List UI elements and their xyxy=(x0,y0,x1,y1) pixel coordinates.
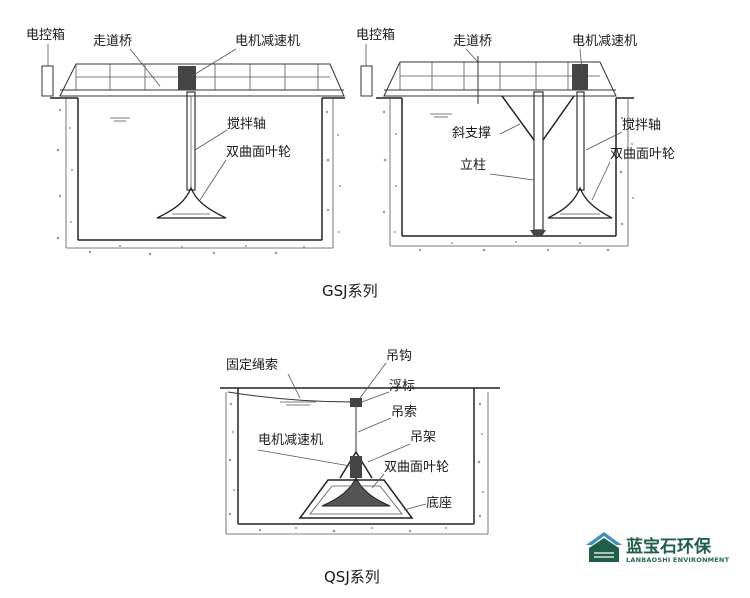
label-control-box: 电控箱 xyxy=(356,27,395,43)
gsj-left-motor xyxy=(178,66,196,90)
label-impeller: 双曲面叶轮 xyxy=(226,145,291,160)
label-base: 底座 xyxy=(426,495,452,511)
qsj-diagram: 固定绳索 吊钩 浮标 吊索 吊架 电机减速机 双曲面叶轮 底座 xyxy=(220,349,500,535)
gsj-left-control-box xyxy=(41,65,54,97)
soil-texture xyxy=(382,110,634,252)
soil-texture xyxy=(228,402,484,533)
label-walkway-bridge: 走道桥 xyxy=(453,34,492,49)
caption-qsj: QSJ系列 xyxy=(324,568,380,586)
label-motor-reducer: 电机减速机 xyxy=(572,34,637,49)
gsj-left-bridge xyxy=(59,63,345,97)
brand-name-cn: 蓝宝石环保 xyxy=(626,536,712,557)
qsj-tank xyxy=(220,387,500,535)
gsj-right-motor xyxy=(572,64,588,90)
qsj-motor xyxy=(350,456,362,478)
caption-gsj: GSJ系列 xyxy=(322,282,378,300)
brand-name-en: LANBAOSHI ENVIRONMENT xyxy=(626,556,730,564)
qsj-float xyxy=(350,398,362,407)
gsj-left-tank xyxy=(50,97,345,256)
label-diagonal-brace: 斜支撑 xyxy=(452,126,491,141)
label-sling: 吊索 xyxy=(391,405,417,420)
label-stirring-shaft: 搅拌轴 xyxy=(227,116,266,132)
gsj-right-column xyxy=(533,91,544,231)
qsj-base xyxy=(298,479,414,519)
label-column: 立柱 xyxy=(460,158,486,173)
soil-texture xyxy=(56,108,341,256)
label-motor-reducer: 电机减速机 xyxy=(258,433,323,448)
gsj-left-shaft xyxy=(186,91,196,191)
qsj-fixed-rope xyxy=(227,391,355,403)
label-hanger: 吊架 xyxy=(410,430,436,445)
qsj-impeller xyxy=(321,476,391,507)
label-impeller: 双曲面叶轮 xyxy=(384,460,449,475)
gsj-left-diagram: 电控箱 走道桥 电机减速机 搅拌轴 双曲面叶轮 xyxy=(26,27,345,256)
gsj-right-diagram: 电控箱 走道桥 电机减速机 斜支撑 搅拌轴 立柱 双曲面叶轮 xyxy=(356,27,675,252)
gsj-right-brace xyxy=(501,95,535,141)
gsj-right-tank xyxy=(376,97,634,252)
label-hook: 吊钩 xyxy=(386,349,412,364)
label-motor-reducer: 电机减速机 xyxy=(235,34,300,49)
gsj-right-impeller xyxy=(547,186,613,219)
label-float: 浮标 xyxy=(389,379,415,394)
label-walkway-bridge: 走道桥 xyxy=(93,34,132,49)
label-stirring-shaft: 搅拌轴 xyxy=(622,117,661,133)
gsj-left-impeller xyxy=(156,186,227,219)
brand-house-icon xyxy=(586,532,622,562)
gsj-right-shaft xyxy=(576,91,585,191)
gsj-right-control-box xyxy=(360,65,373,97)
label-control-box: 电控箱 xyxy=(26,27,65,43)
label-impeller: 双曲面叶轮 xyxy=(610,147,675,162)
brand-logo: 蓝宝石环保 LANBAOSHI ENVIRONMENT xyxy=(586,532,730,564)
label-fixed-rope: 固定绳索 xyxy=(226,358,278,373)
